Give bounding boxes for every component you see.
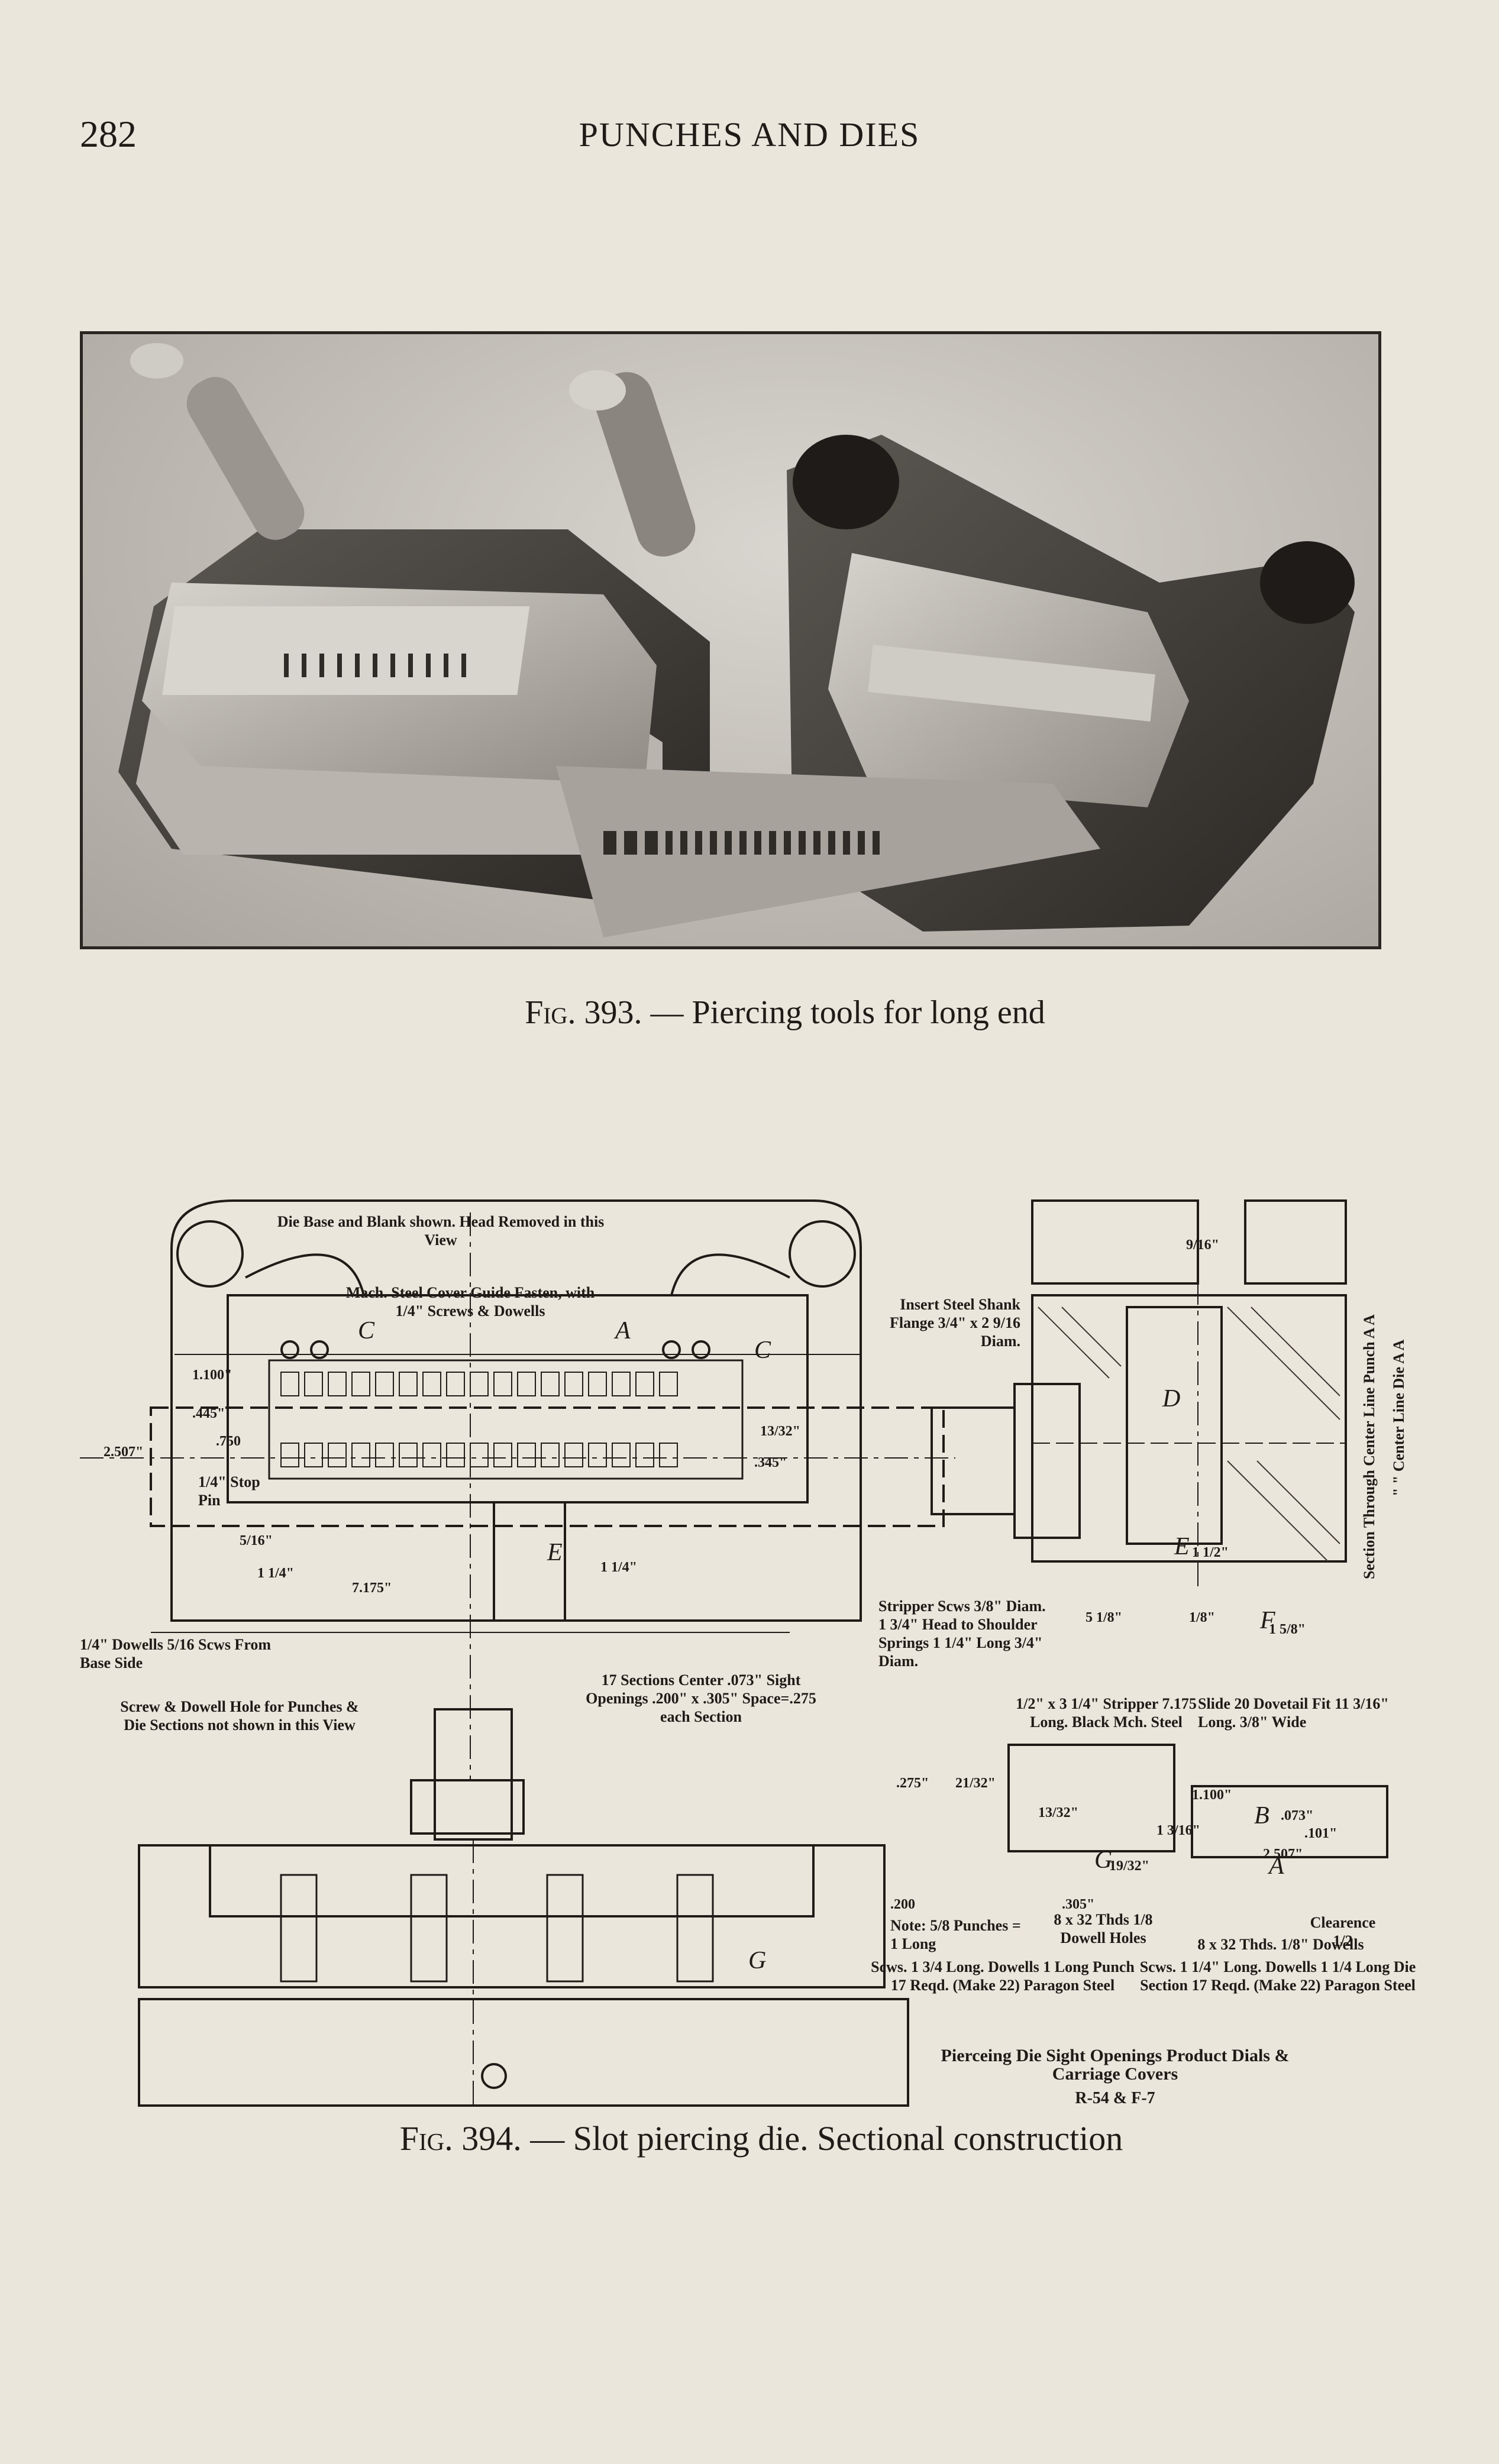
dimension-label: 1 5/8"	[1269, 1622, 1306, 1637]
title-ref: R-54 & F-7	[1075, 2089, 1155, 2107]
fig393-caption: Fig. 393. — Piercing tools for long end	[71, 994, 1499, 1031]
reference-letter: D	[1162, 1385, 1181, 1412]
piercing-tools-photo	[80, 331, 1381, 949]
blank-strip	[556, 766, 1100, 937]
note-dowells: 1/4" Dowells 5/16 Scws From Base Side	[80, 1636, 272, 1671]
reference-letter: G	[748, 1947, 767, 1974]
note-die-spec: Scws. 1 1/4" Long. Dowells 1 1/4 Long Di…	[1139, 1958, 1416, 1994]
dimension-label: 7.175"	[352, 1580, 392, 1596]
reference-letter: B	[1254, 1802, 1269, 1829]
fig393-label: Fig. 393.	[525, 994, 642, 1031]
dimension-label: 13/32"	[760, 1424, 800, 1439]
reference-letter: C	[358, 1317, 375, 1344]
note-threads: 8 x 32 Thds 1/8 Dowell Holes	[1054, 1911, 1153, 1946]
page-number: 282	[80, 113, 137, 155]
dimension-label: 5/16"	[240, 1533, 273, 1548]
note-stripper: Stripper Scws 3/8" Diam. 1 3/4" Head to …	[878, 1598, 1046, 1670]
note-cover-guide: Mach. Steel Cover Guide Fasten, with 1/4…	[345, 1284, 595, 1320]
fig394-caption-text: — Slot piercing die. Sectional construct…	[521, 2119, 1123, 2158]
dimension-label: .445"	[192, 1406, 225, 1421]
note-thds-dowells: 8 x 32 Thds. 1/8" Dowells	[1197, 1936, 1364, 1953]
dimension-label: 1.100"	[1192, 1787, 1232, 1803]
side-note-punch: Section Through Center Line Punch A A	[1361, 1314, 1378, 1579]
dimension-label: .305"	[1062, 1897, 1095, 1912]
punch-die-cross-section	[931, 1199, 1388, 1858]
dimension-label: .101"	[1304, 1826, 1338, 1841]
title-block: Pierceing Die Sight Openings Product Dia…	[941, 2046, 1290, 2084]
note-insert-shank: Insert Steel Shank Flange 3/4" x 2 9/16 …	[890, 1296, 1020, 1350]
reference-letter: E	[1174, 1533, 1190, 1560]
dimension-label: 1.100"	[192, 1367, 232, 1383]
reference-letter: F	[1260, 1607, 1275, 1634]
dimension-label: 1 1/4"	[600, 1560, 637, 1575]
dimension-label: 2.507"	[104, 1444, 144, 1460]
dimension-label: 1/8"	[1189, 1610, 1215, 1625]
dimension-label: 1 1/2"	[1192, 1545, 1229, 1560]
die-base-plan-view	[80, 1199, 955, 1780]
dimension-label: 2.507"	[1263, 1847, 1303, 1862]
dimension-label: .073"	[1281, 1808, 1314, 1823]
reference-letter: A	[1269, 1852, 1284, 1880]
note-stop-pin: 1/4" Stop Pin	[198, 1473, 260, 1509]
side-note-die: " " Center Line Die A A	[1390, 1339, 1407, 1496]
dimension-label: 19/32"	[1109, 1858, 1149, 1874]
dimension-label: .345"	[754, 1455, 787, 1470]
reference-letter: G	[1094, 1847, 1113, 1874]
fig394-caption: Fig. 394. — Slot piercing die. Sectional…	[24, 2119, 1499, 2158]
note-die-base: Die Base and Blank shown. Head Removed i…	[277, 1213, 605, 1249]
dimension-label: 1 1/4"	[257, 1566, 294, 1581]
note-slide: Slide 20 Dovetail Fit 11 3/16" Long. 3/8…	[1198, 1695, 1389, 1731]
dimension-label: 21/32"	[955, 1776, 996, 1791]
dimension-label: 5 1/8"	[1086, 1610, 1122, 1625]
running-head: PUNCHES AND DIES	[579, 115, 920, 154]
dimension-label: 1 3/16"	[1156, 1823, 1200, 1838]
fig394-label: Fig. 394.	[399, 2119, 522, 2158]
note-punches: Note: 5/8 Punches = 1 Long	[890, 1917, 1021, 1952]
punch-section-elevation	[138, 1708, 909, 2107]
note-sections: 17 Sections Center .073" Sight Openings …	[586, 1671, 816, 1725]
left-punch-body	[118, 343, 710, 902]
dimension-label: .750	[216, 1434, 241, 1449]
fig393-caption-text: — Piercing tools for long end	[642, 994, 1045, 1031]
note-clearance: Clearence 1/2	[1310, 1914, 1376, 1949]
reference-letter: E	[547, 1539, 563, 1566]
note-screw-dowell: Screw & Dowell Hole for Punches & Die Se…	[120, 1698, 359, 1734]
dimension-label: 9/16"	[1186, 1237, 1219, 1253]
reference-letter: A	[615, 1317, 631, 1344]
note-punch-spec: Scws. 1 3/4 Long. Dowells 1 Long Punch 1…	[871, 1958, 1135, 1994]
page-header: 282 PUNCHES AND DIES	[80, 112, 1419, 166]
reference-letter: C	[754, 1337, 771, 1364]
slot-piercing-die-drawing: Die Base and Blank shown. Head Removed i…	[80, 1189, 1420, 2111]
dimension-label: .275"	[896, 1776, 929, 1791]
note-stripper-block: 1/2" x 3 1/4" Stripper 7.175 Long. Black…	[1016, 1695, 1197, 1731]
dimension-label: 13/32"	[1038, 1805, 1078, 1820]
dimension-label: .200	[890, 1897, 915, 1912]
